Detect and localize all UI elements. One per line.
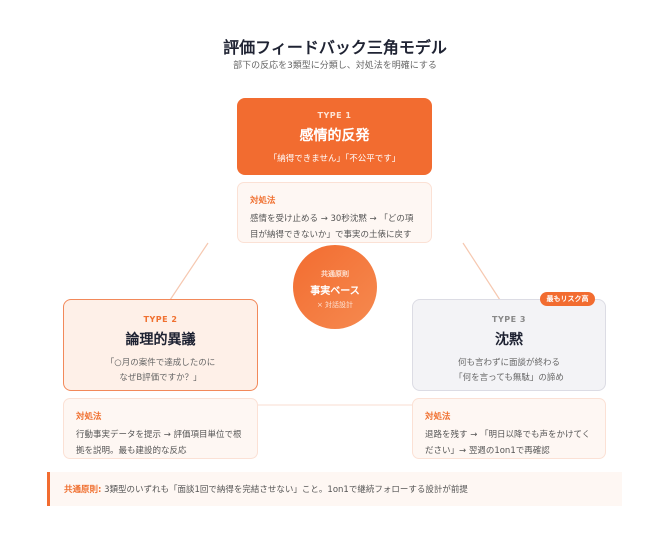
center-label: 共通原則 bbox=[321, 270, 349, 278]
type-desc-line: 「何を言っても無駄」の諦め bbox=[454, 373, 564, 383]
action-heading: 対処法 bbox=[425, 412, 451, 422]
type-desc-line: なぜB評価ですか？」 bbox=[119, 373, 202, 383]
type1-card: TYPE 1 感情的反発 「納得できません」「不公平です」 bbox=[237, 98, 432, 175]
page-subtitle: 部下の反応を3類型に分類し、対処法を明確にする bbox=[233, 61, 437, 71]
page-title: 評価フィードバック三角モデル bbox=[223, 38, 447, 57]
type2-card: TYPE 2 論理的異議 「○月の案件で達成したのになぜB評価ですか？」 bbox=[63, 299, 258, 391]
risk-badge: 最もリスク高 bbox=[540, 292, 595, 306]
footer-principle-banner: 共通原則: 3類型のいずれも「面談1回で納得を完結させない」こと。1on1で継続… bbox=[47, 472, 622, 506]
connector-line-left bbox=[169, 242, 209, 301]
type-desc-line: 「○月の案件で達成したのに bbox=[105, 358, 216, 368]
footer-text: 3類型のいずれも「面談1回で納得を完結させない」こと。1on1で継続フォローする… bbox=[101, 485, 468, 495]
type-label: TYPE 3 bbox=[492, 315, 526, 324]
type-name: 論理的異議 bbox=[125, 332, 196, 348]
footer-key: 共通原則: bbox=[64, 485, 102, 495]
type1-action-card: 対処法 感情を受け止める → 30秒沈黙 → 「どの項目が納得できないか」で事実… bbox=[237, 182, 432, 243]
type3-action-card: 対処法 退路を残す → 「明日以降でも声をかけてください」→ 翌週の1on1で再… bbox=[412, 398, 606, 459]
center-title: 事実ベース bbox=[310, 286, 360, 297]
action-text: 感情を受け止める → 30秒沈黙 → 「どの項目が納得できないか」で事実の土俵に… bbox=[250, 214, 414, 240]
action-heading: 対処法 bbox=[76, 412, 102, 422]
center-sub: × 対話設計 bbox=[316, 301, 354, 309]
type3-card: TYPE 3 沈黙 何も言わずに面談が終わる「何を言っても無駄」の諦め bbox=[412, 299, 606, 391]
type-label: TYPE 1 bbox=[317, 111, 352, 120]
type2-action-card: 対処法 行動事実データを提示 → 評価項目単位で根拠を説明。最も建設的な反応 bbox=[63, 398, 258, 459]
action-heading: 対処法 bbox=[250, 196, 276, 206]
type-name: 感情的反発 bbox=[299, 128, 370, 144]
type-name: 沈黙 bbox=[495, 332, 523, 348]
action-text: 行動事実データを提示 → 評価項目単位で根拠を説明。最も建設的な反応 bbox=[76, 430, 242, 456]
action-text: 退路を残す → 「明日以降でも声をかけてください」→ 翌週の1on1で再確認 bbox=[425, 430, 591, 456]
type-label: TYPE 2 bbox=[143, 315, 178, 324]
type-desc: 「納得できません」「不公平です」 bbox=[268, 154, 401, 164]
type-desc-line: 何も言わずに面談が終わる bbox=[457, 358, 560, 368]
connector-line-right bbox=[462, 242, 501, 301]
center-principle-circle: 共通原則 事実ベース × 対話設計 bbox=[293, 245, 377, 329]
